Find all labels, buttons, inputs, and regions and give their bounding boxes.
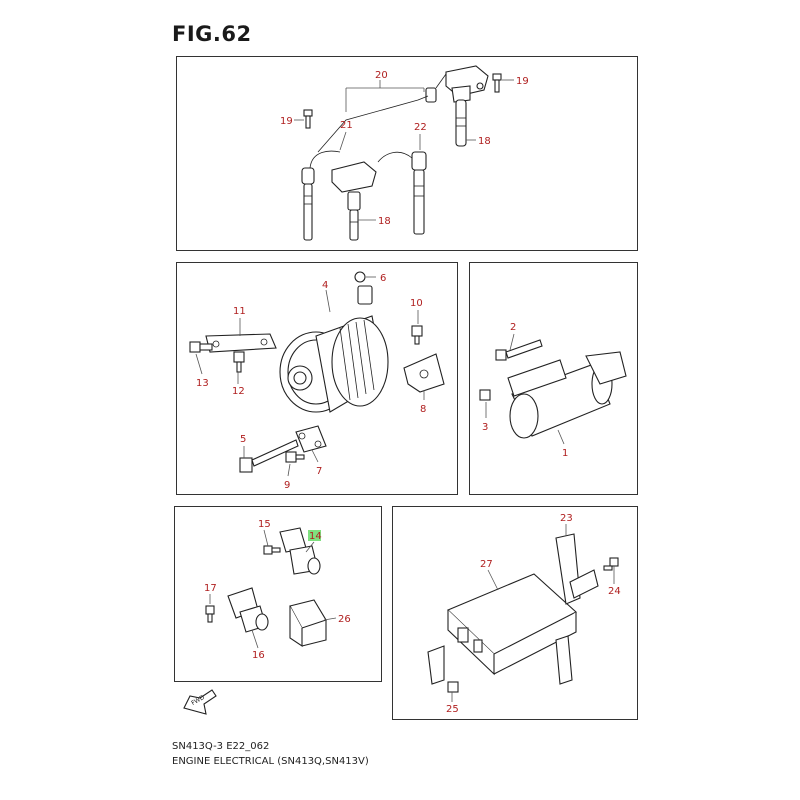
callout-13[interactable]: 13	[196, 378, 209, 389]
callout-27[interactable]: 27	[480, 559, 493, 570]
bolt-24[interactable]	[603, 557, 619, 571]
callout-12[interactable]: 12	[232, 386, 245, 397]
fwd-arrow-icon	[183, 689, 217, 715]
harness-21	[317, 95, 429, 153]
callout-17[interactable]: 17	[204, 583, 217, 594]
callout-9[interactable]: 9	[284, 480, 290, 491]
bolt-19-right[interactable]	[492, 73, 502, 93]
figure-caption: ENGINE ELECTRICAL (SN413Q,SN413V)	[172, 756, 369, 767]
bolt-12[interactable]	[233, 351, 245, 373]
callout-1[interactable]: 1	[562, 448, 568, 459]
bracket-8[interactable]	[403, 353, 445, 393]
callout-11[interactable]: 11	[233, 306, 246, 317]
callout-20[interactable]: 20	[375, 70, 388, 81]
bolt-15[interactable]	[263, 545, 281, 555]
callout-3[interactable]: 3	[482, 422, 488, 433]
bolt-2[interactable]	[495, 339, 543, 361]
callout-24[interactable]: 24	[608, 586, 621, 597]
callout-15[interactable]: 15	[258, 519, 271, 530]
callout-16[interactable]: 16	[252, 650, 265, 661]
callout-6[interactable]: 6	[380, 273, 386, 284]
sensor-14[interactable]	[279, 527, 321, 575]
bolt-5[interactable]	[239, 439, 299, 473]
callout-25[interactable]: 25	[446, 704, 459, 715]
panel-ignition	[176, 56, 638, 251]
bolt-25[interactable]	[447, 681, 459, 693]
alternator[interactable]	[279, 285, 389, 413]
bolt-9[interactable]	[285, 451, 305, 463]
callout-14-highlight	[308, 530, 321, 541]
callout-8[interactable]: 8	[420, 404, 426, 415]
high-tension-cord-left[interactable]	[301, 150, 341, 241]
callout-4[interactable]: 4	[322, 280, 328, 291]
callout-7[interactable]: 7	[316, 466, 322, 477]
starter-motor[interactable]	[507, 351, 627, 439]
figure-code: SN413Q-3 E22_062	[172, 741, 270, 752]
callout-19a[interactable]: 19	[280, 116, 293, 127]
relay-26[interactable]	[289, 599, 327, 648]
panel-sensors	[174, 506, 382, 682]
callout-10[interactable]: 10	[410, 298, 423, 309]
bolt-10[interactable]	[411, 325, 423, 345]
callout-18a[interactable]: 18	[378, 216, 391, 227]
bracket-23[interactable]	[427, 533, 599, 685]
bolt-13[interactable]	[189, 341, 213, 353]
high-tension-cord-right[interactable]	[377, 151, 427, 235]
ignition-coil-center[interactable]	[331, 161, 377, 241]
callout-21[interactable]: 21	[340, 120, 353, 131]
callout-14[interactable]: 14	[309, 531, 322, 542]
callout-26[interactable]: 26	[338, 614, 351, 625]
callout-23[interactable]: 23	[560, 513, 573, 524]
figure-title: FIG.62	[172, 22, 252, 46]
sensor-16[interactable]	[227, 587, 269, 633]
callout-19b[interactable]: 19	[516, 76, 529, 87]
callout-18b[interactable]: 18	[478, 136, 491, 147]
ignition-coil-right[interactable]	[425, 65, 489, 147]
callout-5[interactable]: 5	[240, 434, 246, 445]
plate-7[interactable]	[295, 425, 327, 453]
adjusting-arm-11[interactable]	[205, 333, 277, 353]
bolt-17[interactable]	[205, 605, 215, 623]
callout-2[interactable]: 2	[510, 322, 516, 333]
callout-22[interactable]: 22	[414, 122, 427, 133]
ecm-27[interactable]	[447, 573, 577, 676]
clip-6[interactable]	[354, 271, 366, 283]
bolt-19-left[interactable]	[303, 109, 313, 129]
nut-3[interactable]	[479, 389, 491, 401]
